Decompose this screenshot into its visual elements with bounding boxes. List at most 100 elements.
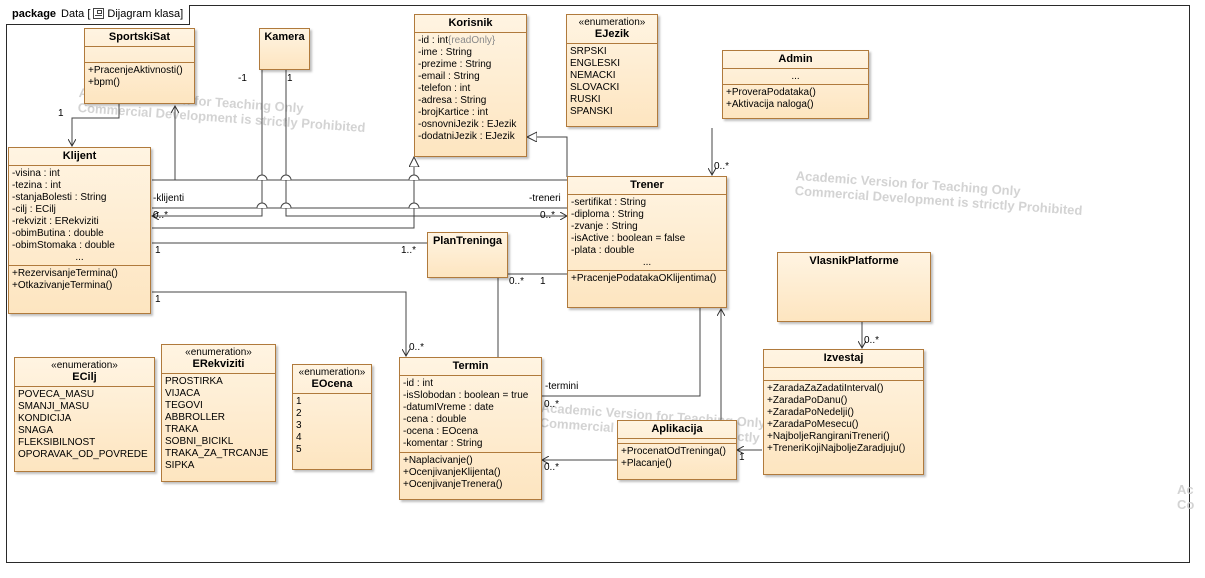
enum-literal: SRPSKI: [570, 46, 607, 57]
attribute: -ime : String: [418, 47, 472, 58]
class-name: EOcena: [311, 378, 353, 390]
class-name: Kamera: [264, 31, 305, 43]
attribute: -isSlobodan : boolean = true: [403, 390, 529, 401]
multiplicity-label: 0..*: [540, 210, 556, 221]
operation: +OtkazivanjeTermina(): [12, 280, 113, 291]
class-name: Trener: [630, 179, 664, 191]
operations-section: +ProveraPodataka() +Aktivacija naloga(): [723, 84, 868, 113]
operations-section: +Naplacivanje() +OcenjivanjeKlijenta() +…: [400, 452, 541, 493]
enum-literal: TRAKA_ZA_TRCANJE: [165, 448, 269, 459]
operation: +ZaradaPoDanu(): [767, 395, 848, 406]
multiplicity-label: 0..*: [153, 210, 169, 221]
attributes-section: -sertifikat : String -diploma : String -…: [568, 194, 726, 270]
multiplicity-label: 0..*: [544, 399, 560, 410]
multiplicity-label: 0..*: [544, 462, 560, 473]
edge-klijent-termin: [152, 291, 406, 356]
class-aplikacija[interactable]: Aplikacija +ProcenatOdTreninga() +Placan…: [617, 420, 737, 480]
class-name: VlasnikPlatforme: [809, 255, 899, 267]
class-name: Izvestaj: [823, 352, 864, 364]
attribute: -obimButina : double: [12, 228, 104, 239]
attributes-ellipsis: ...: [791, 71, 800, 82]
attributes-ellipsis: ...: [642, 257, 652, 268]
attributes-section: -id : int{readOnly} -ime : String -prezi…: [415, 32, 526, 145]
enum-literal: 2: [296, 408, 302, 419]
enum-ejezik[interactable]: «enumeration»EJezik SRPSKI ENGLESKI NEMA…: [566, 14, 658, 127]
operations-section: +PracenjeAktivnosti() +bpm(): [85, 62, 194, 91]
multiplicity-label: 1: [540, 276, 546, 287]
attributes-section: [764, 367, 923, 380]
attribute: -zvanje : String: [571, 221, 638, 232]
enum-literal: RUSKI: [570, 94, 601, 105]
enum-literal: SMANJI_MASU: [18, 401, 90, 412]
stereotype: «enumeration»: [578, 17, 646, 28]
class-name: SportskiSat: [108, 31, 171, 43]
stereotype: «enumeration»: [185, 347, 252, 358]
edge-sat-klijent: [72, 104, 120, 146]
attribute: -email : String: [418, 71, 480, 82]
class-name: Admin: [778, 53, 813, 65]
attributes-section: -visina : int -tezina : int -stanjaBoles…: [9, 165, 150, 265]
enum-literal: SPANSKI: [570, 106, 613, 117]
attribute: -tezina : int: [12, 180, 61, 191]
enum-literal: SOBNI_BICIKL: [165, 436, 234, 447]
class-vlasnikplatforme[interactable]: VlasnikPlatforme: [777, 252, 931, 322]
class-name: ECilj: [72, 371, 97, 383]
attribute: -id : int: [403, 378, 434, 389]
enum-literal: 4: [296, 432, 302, 443]
attribute: -adresa : String: [418, 95, 487, 106]
class-termin[interactable]: Termin -id : int -isSlobodan : boolean =…: [399, 357, 542, 500]
role-label: -klijenti: [153, 193, 185, 204]
attribute: -ocena : EOcena: [403, 426, 479, 437]
operations-section: +ProcenatOdTreninga() +Placanje(): [618, 443, 736, 472]
operation: +ProveraPodataka(): [726, 87, 816, 98]
stereotype: «enumeration»: [298, 367, 366, 378]
operation: +RezervisanjeTermina(): [12, 268, 118, 279]
operation: +Aktivacija naloga(): [726, 99, 814, 110]
attribute: -dodatniJezik : EJezik: [418, 131, 515, 142]
class-name: ERekviziti: [192, 358, 245, 370]
attribute: -isActive : boolean = false: [571, 233, 686, 244]
enum-literal: ENGLESKI: [570, 58, 621, 69]
operation: +PracenjePodatakaOKlijentima(): [571, 273, 717, 284]
enum-literal: FLEKSIBILNOST: [18, 437, 96, 448]
class-name: EJezik: [594, 28, 630, 40]
attribute: -cena : double: [403, 414, 467, 425]
operations-section: +PracenjePodatakaOKlijentima(): [568, 270, 726, 287]
class-trener[interactable]: Trener -sertifikat : String -diploma : S…: [567, 176, 727, 308]
attribute: -sertifikat : String: [571, 197, 647, 208]
attribute: -plata : double: [571, 245, 635, 256]
attribute: -stanjaBolesti : String: [12, 192, 107, 203]
operation: +PracenjeAktivnosti(): [88, 65, 183, 76]
class-sportskisat[interactable]: SportskiSat +PracenjeAktivnosti() +bpm(): [84, 28, 195, 104]
class-admin[interactable]: Admin ... +ProveraPodataka() +Aktivacija…: [722, 50, 869, 119]
role-label: -termini: [545, 381, 579, 392]
class-korisnik[interactable]: Korisnik -id : int{readOnly} -ime : Stri…: [414, 14, 527, 157]
multiplicity-label: 1: [287, 73, 293, 84]
attribute: -diploma : String: [571, 209, 644, 220]
operation: +Placanje(): [621, 458, 672, 469]
enum-literal: KONDICIJA: [18, 413, 72, 424]
attribute: -prezime : String: [418, 59, 492, 70]
class-plantreninga[interactable]: PlanTreninga: [427, 232, 508, 278]
literals-section: SRPSKI ENGLESKI NEMACKI SLOVACKI RUSKI S…: [567, 43, 657, 120]
enum-ecilj[interactable]: «enumeration»ECilj POVECA_MASU SMANJI_MA…: [14, 357, 155, 472]
edge-trener-korisnik: [527, 137, 568, 177]
class-klijent[interactable]: Klijent -visina : int -tezina : int -sta…: [8, 147, 151, 314]
class-kamera[interactable]: Kamera: [259, 28, 310, 70]
class-izvestaj[interactable]: Izvestaj +ZaradaZaZadatiInterval() +Zara…: [763, 349, 924, 475]
enum-literal: SNAGA: [18, 425, 54, 436]
class-name: Klijent: [62, 150, 97, 162]
operation: +OcenjivanjeTrenera(): [403, 479, 503, 490]
enum-literal: TRAKA: [165, 424, 199, 435]
package-name: Data: [61, 8, 85, 20]
package-keyword: package: [12, 8, 57, 20]
multiplicity-label: 1: [155, 245, 161, 256]
enum-erekviziti[interactable]: «enumeration»ERekviziti PROSTIRKA VIJACA…: [161, 344, 276, 482]
attribute: -telefon : int: [418, 83, 471, 94]
edge-trener-termin: [541, 308, 701, 397]
enum-eocena[interactable]: «enumeration»EOcena 1 2 3 4 5: [292, 364, 372, 470]
class-name: Aplikacija: [651, 423, 703, 435]
operation: +ProcenatOdTreninga(): [621, 446, 726, 457]
